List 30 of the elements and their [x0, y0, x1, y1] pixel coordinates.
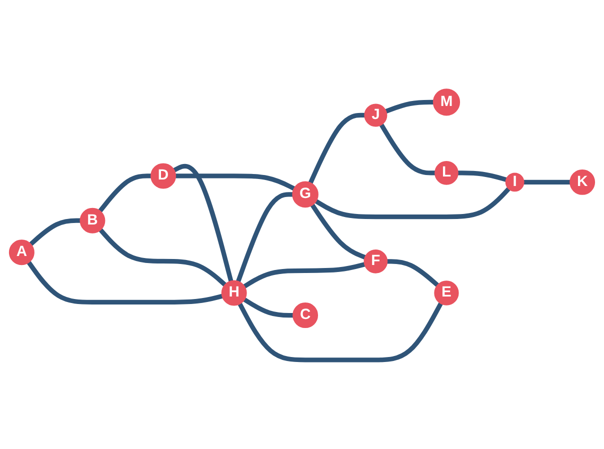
- node-circle: J: [364, 104, 388, 127]
- node-circle: L: [434, 161, 458, 185]
- node-circle: B: [80, 208, 106, 234]
- node-circle: A: [8, 240, 34, 266]
- node-circle: G: [292, 181, 318, 208]
- connector: [98, 174, 151, 212]
- node-circle: M: [432, 88, 460, 116]
- connector: [26, 261, 223, 305]
- node-circle: H: [221, 280, 247, 306]
- connector: [379, 124, 436, 176]
- connector: [236, 192, 293, 282]
- connector: [308, 112, 365, 184]
- connector: [243, 298, 293, 318]
- connector: [29, 218, 80, 246]
- connector: [458, 170, 507, 182]
- node-circle: F: [364, 249, 388, 274]
- connector: [387, 259, 440, 287]
- connector: [173, 164, 234, 282]
- connector: [176, 174, 296, 191]
- connector: [314, 187, 510, 220]
- node-circle: I: [505, 172, 524, 192]
- connector: [385, 100, 434, 114]
- node-circle: D: [150, 163, 176, 189]
- node-circle: K: [570, 169, 596, 195]
- connector: [524, 180, 570, 184]
- node-circle: E: [434, 280, 459, 306]
- connector: [243, 262, 366, 288]
- connector: [310, 204, 366, 260]
- node-circle: C: [292, 302, 318, 328]
- connector: [98, 228, 226, 286]
